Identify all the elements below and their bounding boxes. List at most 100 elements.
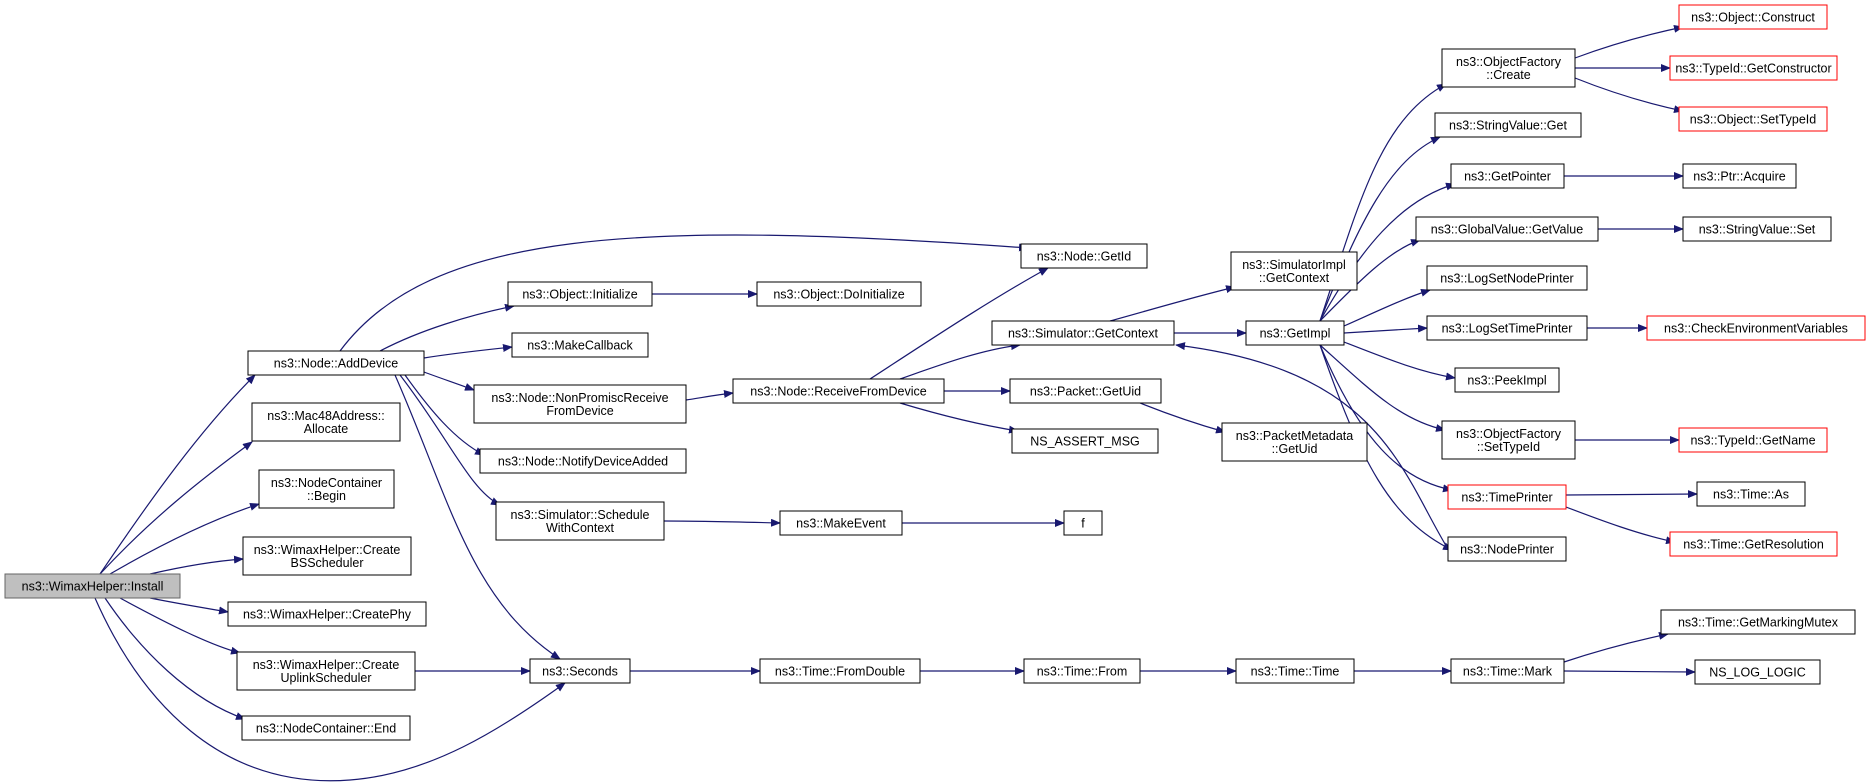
node-label: ns3::Packet::GetUid (1030, 385, 1141, 399)
node-timeTime[interactable]: ns3::Time::Time (1235, 658, 1355, 684)
node-createPhy[interactable]: ns3::WimaxHelper::CreatePhy (227, 601, 427, 627)
node-assertMsg[interactable]: NS_ASSERT_MSG (1011, 428, 1159, 454)
node-tidGetName[interactable]: ns3::TypeId::GetName (1678, 427, 1828, 453)
node-label: ::SetTypeId (1477, 440, 1540, 454)
edge-ofCreate-to-objConstruct (1574, 24, 1684, 59)
node-label: ::Begin (307, 489, 346, 503)
node-box (759, 658, 921, 684)
node-label: ns3::Node::AddDevice (274, 357, 398, 371)
node-svSet[interactable]: ns3::StringValue::Set (1682, 216, 1832, 242)
node-svGet[interactable]: ns3::StringValue::Get (1434, 112, 1582, 138)
node-box (1434, 112, 1582, 138)
node-box (1221, 422, 1368, 462)
node-box (1245, 320, 1345, 346)
node-box (1415, 216, 1599, 242)
node-makeEvent[interactable]: ns3::MakeEvent (779, 510, 903, 536)
node-ofCreate[interactable]: ns3::ObjectFactory::Create (1441, 48, 1576, 88)
node-box (779, 510, 903, 536)
node-box (1646, 315, 1866, 341)
node-box (227, 601, 427, 627)
node-label: ns3::Time::GetMarkingMutex (1678, 616, 1839, 630)
edge-getImpl-to-gvGetValue (1319, 239, 1421, 322)
node-peekImpl[interactable]: ns3::PeekImpl (1454, 367, 1560, 393)
node-recvFromDev[interactable]: ns3::Node::ReceiveFromDevice (732, 378, 945, 404)
node-label: ns3::Object::Initialize (522, 288, 637, 302)
node-getId[interactable]: ns3::Node::GetId (1020, 243, 1148, 269)
edge-addDevice-to-seconds (394, 374, 561, 660)
node-box (991, 320, 1175, 346)
node-label: WithContext (546, 521, 615, 535)
edge-getImpl-to-peekImpl (1343, 341, 1456, 381)
node-timeFrom[interactable]: ns3::Time::From (1023, 658, 1141, 684)
node-simGetCtx[interactable]: ns3::Simulator::GetContext (991, 320, 1175, 346)
node-box (1669, 531, 1838, 557)
node-box (1447, 484, 1567, 510)
node-mac48[interactable]: ns3::Mac48Address::Allocate (251, 402, 401, 442)
node-box (1441, 420, 1576, 460)
node-addDevice[interactable]: ns3::Node::AddDevice (247, 350, 425, 376)
node-label: ns3::NodePrinter (1460, 543, 1554, 557)
edge-install-to-ncEnd (104, 597, 246, 720)
node-getPointer[interactable]: ns3::GetPointer (1450, 163, 1565, 189)
node-objInit[interactable]: ns3::Object::Initialize (507, 281, 653, 307)
node-label: ns3::PeekImpl (1467, 374, 1546, 388)
node-gvGetValue[interactable]: ns3::GlobalValue::GetValue (1415, 216, 1599, 242)
node-pmGetUid[interactable]: ns3::PacketMetadata::GetUid (1221, 422, 1368, 462)
node-checkEnv[interactable]: ns3::CheckEnvironmentVariables (1646, 315, 1866, 341)
node-label: NS_LOG_LOGIC (1709, 666, 1806, 680)
edge-getImpl-to-logTimePrinter (1343, 324, 1428, 334)
node-getImpl[interactable]: ns3::GetImpl (1245, 320, 1345, 346)
edge-install-to-addDevice (99, 374, 256, 575)
node-box (511, 332, 649, 358)
node-install[interactable]: ns3::WimaxHelper::Install (4, 573, 181, 599)
node-label: ns3::WimaxHelper::Create (253, 658, 400, 672)
node-box (1660, 609, 1856, 635)
node-logLogic[interactable]: NS_LOG_LOGIC (1694, 659, 1821, 685)
node-timeAs[interactable]: ns3::Time::As (1696, 481, 1806, 507)
node-box (1678, 4, 1828, 30)
node-seconds[interactable]: ns3::Seconds (529, 658, 631, 684)
node-objConstruct[interactable]: ns3::Object::Construct (1678, 4, 1828, 30)
edge-timeMark-to-logLogic (1563, 667, 1696, 676)
node-label: ns3::Mac48Address:: (267, 409, 384, 423)
node-nodePrinter[interactable]: ns3::NodePrinter (1447, 536, 1567, 562)
node-label: ns3::Time::GetResolution (1683, 538, 1824, 552)
node-notifyAdded[interactable]: ns3::Node::NotifyDeviceAdded (479, 448, 687, 474)
node-box (1669, 55, 1838, 81)
node-box (732, 378, 945, 404)
node-simImplCtx[interactable]: ns3::SimulatorImpl::GetContext (1230, 251, 1358, 291)
node-box (1230, 251, 1358, 291)
node-timePrinter[interactable]: ns3::TimePrinter (1447, 484, 1567, 510)
node-doInit[interactable]: ns3::Object::DoInitialize (756, 281, 922, 307)
node-label: NS_ASSERT_MSG (1030, 435, 1140, 449)
nodes-layer: ns3::WimaxHelper::Install ns3::Node::AddD… (4, 4, 1866, 741)
node-ptrAcquire[interactable]: ns3::Ptr::Acquire (1682, 163, 1797, 189)
node-label: ns3::PacketMetadata (1236, 429, 1353, 443)
edges-layer (94, 24, 1698, 782)
node-label: ns3::NodeContainer::End (256, 722, 396, 736)
node-label: ::GetContext (1259, 271, 1330, 285)
node-objSetTypeId[interactable]: ns3::Object::SetTypeId (1678, 106, 1828, 132)
node-box (1011, 428, 1159, 454)
node-tidGetCtor[interactable]: ns3::TypeId::GetConstructor (1669, 55, 1838, 81)
node-ncBegin[interactable]: ns3::NodeContainer::Begin (258, 469, 395, 509)
node-label: ns3::Seconds (542, 665, 618, 679)
node-fromDouble[interactable]: ns3::Time::FromDouble (759, 658, 921, 684)
node-f[interactable]: f (1063, 510, 1103, 536)
node-timeMark[interactable]: ns3::Time::Mark (1450, 658, 1565, 684)
node-ncEnd[interactable]: ns3::NodeContainer::End (241, 715, 411, 741)
node-box (473, 384, 687, 424)
node-logTimePrinter[interactable]: ns3::LogSetTimePrinter (1426, 315, 1588, 341)
node-getMarkMutex[interactable]: ns3::Time::GetMarkingMutex (1660, 609, 1856, 635)
node-timeGetRes[interactable]: ns3::Time::GetResolution (1669, 531, 1838, 557)
node-ofSetTypeId[interactable]: ns3::ObjectFactory::SetTypeId (1441, 420, 1576, 460)
node-pktGetUid[interactable]: ns3::Packet::GetUid (1009, 378, 1162, 404)
node-logNodePrinter[interactable]: ns3::LogSetNodePrinter (1426, 265, 1588, 291)
node-label: ns3::WimaxHelper::Install (22, 580, 164, 594)
node-makeCallback[interactable]: ns3::MakeCallback (511, 332, 649, 358)
